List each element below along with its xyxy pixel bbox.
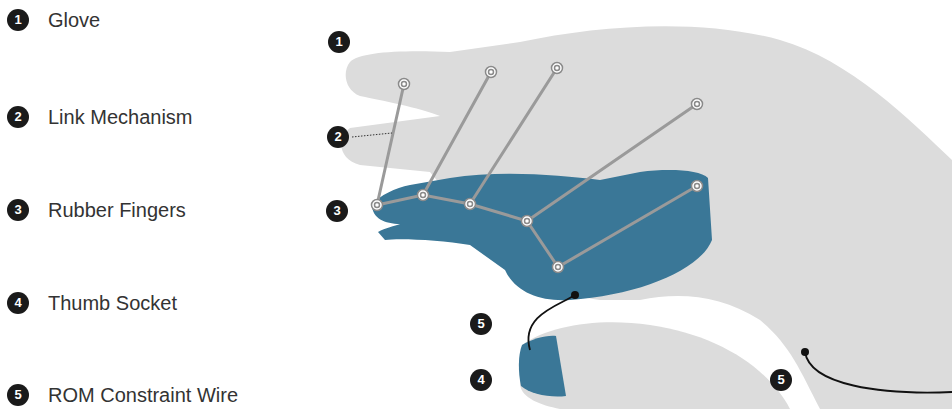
callout-number: 3	[7, 199, 29, 221]
rubber-fingers	[372, 170, 712, 300]
callout-number: 5	[7, 384, 29, 406]
callout-number: 2	[327, 126, 349, 148]
link-joints	[372, 63, 703, 273]
part-name: Rubber Fingers	[48, 199, 186, 222]
rom-constraint-wire	[528, 295, 952, 393]
callout-number: 5	[470, 313, 492, 335]
link-mechanism	[377, 68, 697, 267]
leader-line	[352, 133, 392, 137]
wire-anchor	[801, 348, 809, 356]
callout-number: 4	[7, 292, 29, 314]
callout-number: 1	[7, 9, 29, 31]
callout-number: 4	[470, 369, 492, 391]
callout-number: 3	[326, 200, 348, 222]
callout-number: 1	[328, 31, 350, 53]
callout-number: 2	[7, 106, 29, 128]
part-name: Thumb Socket	[48, 292, 177, 315]
callout-number: 5	[770, 369, 792, 391]
part-name: ROM Constraint Wire	[48, 384, 238, 407]
wire-anchor	[571, 291, 579, 299]
glove	[341, 26, 952, 409]
part-name: Link Mechanism	[48, 106, 193, 129]
thumb-socket	[519, 336, 566, 397]
part-name: Glove	[48, 9, 100, 32]
